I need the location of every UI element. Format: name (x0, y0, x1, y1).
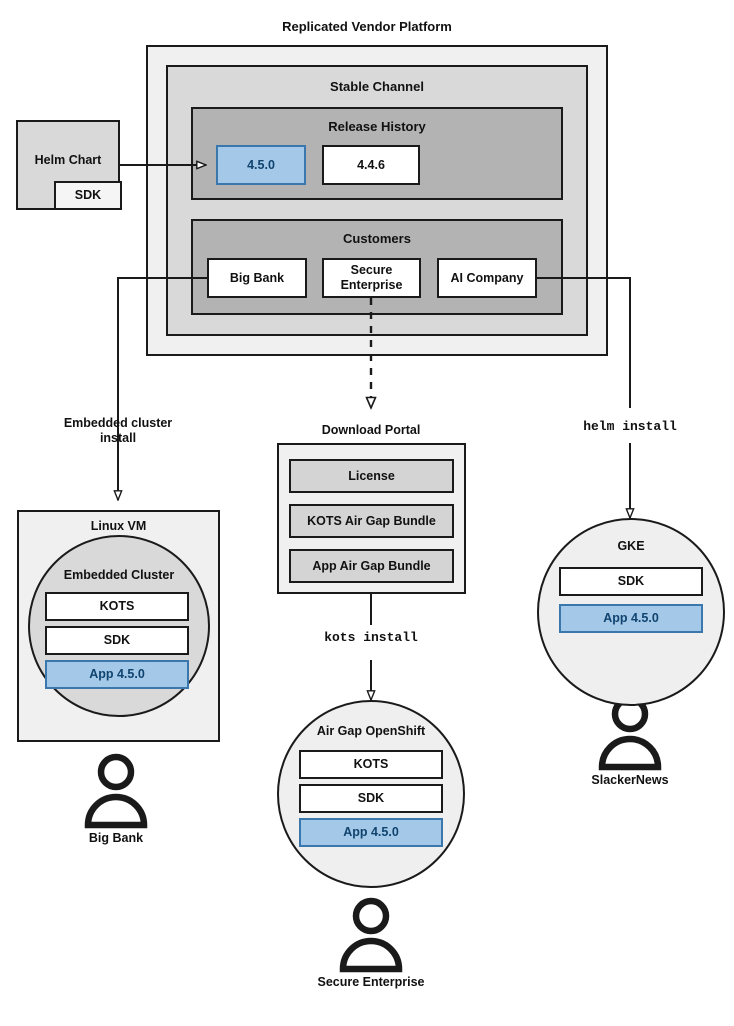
linux-vm-component-app[interactable]: App 4.5.0 (45, 660, 189, 689)
airgap-openshift-component-kots[interactable]: KOTS (299, 750, 443, 779)
download-artifact-app-air-gap-bundle[interactable]: App Air Gap Bundle (289, 549, 454, 583)
embedded-cluster-install-label: Embedded cluster install (63, 416, 173, 445)
customer-big-bank[interactable]: Big Bank (207, 258, 307, 298)
download-artifact-kots-air-gap-bundle[interactable]: KOTS Air Gap Bundle (289, 504, 454, 538)
linux-vm-component-sdk[interactable]: SDK (45, 626, 189, 655)
helm-chart-sdk-box[interactable]: SDK (54, 181, 122, 210)
customer-label-slackernews: SlackerNews (591, 773, 669, 787)
release-4-5-0[interactable]: 4.5.0 (216, 145, 306, 185)
airgap-openshift-component-sdk[interactable]: SDK (299, 784, 443, 813)
gke-title: GKE (617, 539, 645, 553)
person-icon-big-bank (84, 753, 148, 829)
release-history-label: Release History (328, 119, 426, 134)
download-artifact-license[interactable]: License (289, 459, 454, 493)
person-icon-secure-enterprise (339, 897, 403, 973)
person-icon-slackernews (598, 695, 662, 771)
airgap-openshift-title: Air Gap OpenShift (316, 724, 426, 738)
stable-channel-label: Stable Channel (330, 79, 424, 94)
download-portal-title: Download Portal (321, 423, 421, 437)
release-4-4-6[interactable]: 4.4.6 (322, 145, 420, 185)
airgap-openshift-component-app[interactable]: App 4.5.0 (299, 818, 443, 847)
gke-component-sdk[interactable]: SDK (559, 567, 703, 596)
linux-vm-title: Linux VM (90, 519, 147, 533)
embedded-cluster-title: Embedded Cluster (63, 568, 175, 582)
customer-secure-enterprise[interactable]: Secure Enterprise (322, 258, 421, 298)
diagram-title: Replicated Vendor Platform (282, 19, 452, 34)
gke-component-app[interactable]: App 4.5.0 (559, 604, 703, 633)
customer-label-secure-enterprise: Secure Enterprise (317, 975, 425, 989)
helm-chart-label: Helm Chart (34, 152, 102, 167)
kots-install-label: kots install (324, 630, 418, 645)
linux-vm-component-kots[interactable]: KOTS (45, 592, 189, 621)
customers-label: Customers (343, 231, 411, 246)
customer-ai-company[interactable]: AI Company (437, 258, 537, 298)
customer-label-big-bank: Big Bank (88, 831, 144, 845)
helm-install-label: helm install (583, 419, 677, 434)
